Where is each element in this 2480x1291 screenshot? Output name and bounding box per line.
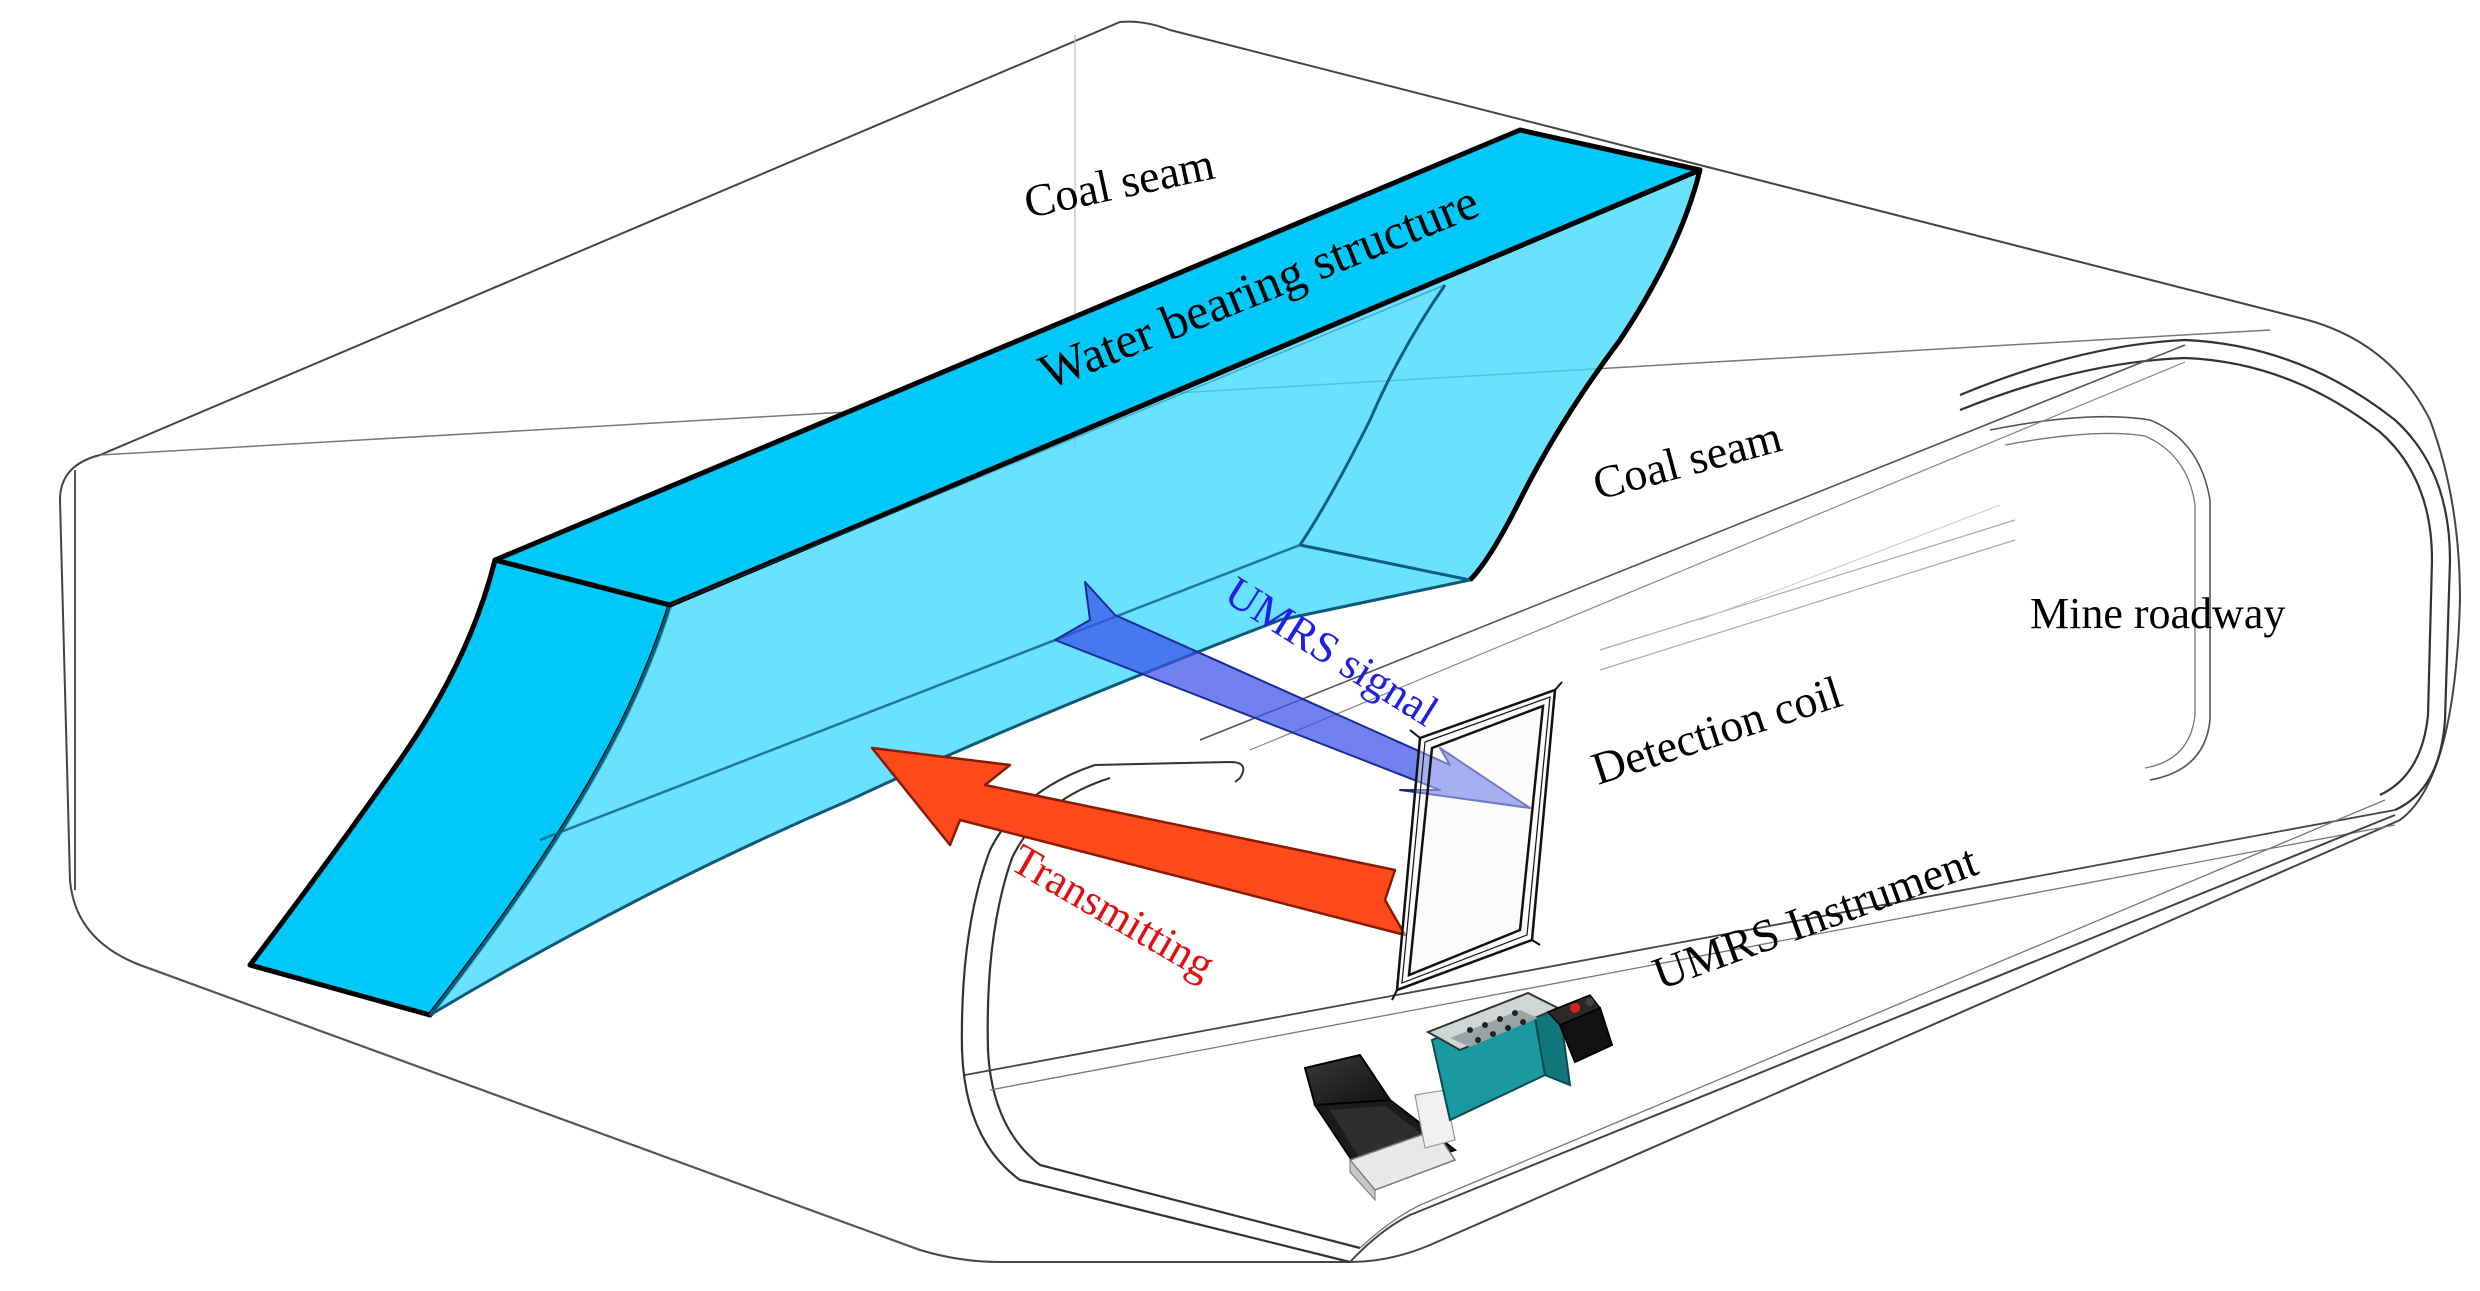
detection-coil-label: Detection coil	[1585, 666, 1847, 795]
coal-seam-block	[58, 20, 2462, 1263]
water-bearing-structure	[247, 127, 1703, 1018]
mine-roadway-tunnel	[960, 338, 2452, 1264]
coal-seam-top-label: Coal seam	[1019, 138, 1218, 228]
umrs-instrument-label: UMRS Instrument	[1646, 835, 1984, 1000]
umrs-signal-arrow	[1054, 581, 1531, 809]
detection-coil	[1391, 681, 1563, 1001]
coal-seam-right-label: Coal seam	[1587, 410, 1787, 509]
laptop-screen	[1303, 1053, 1392, 1107]
umrs-instrument	[1303, 991, 1614, 1202]
mine-roadway-label: Mine roadway	[2030, 589, 2285, 638]
transmitting-arrow	[870, 746, 1407, 937]
